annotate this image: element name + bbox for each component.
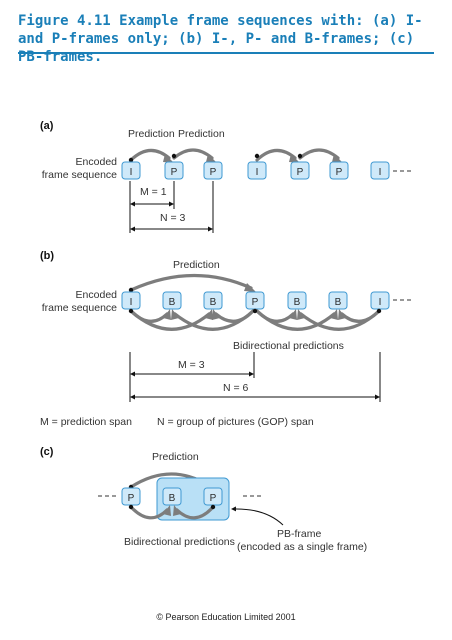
section-a-frame-2-label: P [171, 167, 178, 178]
section-b-frame-6-label: B [335, 297, 342, 308]
legend-n-definition: N = group of pictures (GOP) span [157, 416, 314, 428]
section-a-label: (a) [40, 120, 54, 132]
section-a-dot-4 [297, 153, 303, 159]
section-b-frame-3-label: B [210, 297, 217, 308]
section-a-frame-1: I [121, 161, 141, 180]
section-c-frame-2-label: B [169, 493, 176, 504]
section-b-dot-start [128, 287, 134, 293]
section-b-frame-5-label: B [294, 297, 301, 308]
section-a-frame-6-label: P [336, 167, 343, 178]
section-a-frame-7-label: I [379, 167, 382, 178]
section-b-frame-2: B [162, 291, 182, 310]
section-c-frame-3: P [203, 487, 223, 506]
section-a-frame-3-label: P [210, 167, 217, 178]
section-a-n-label: N = 3 [160, 212, 186, 224]
section-a-dot-2 [171, 153, 177, 159]
section-c-prediction-label: Prediction [152, 451, 199, 463]
section-a-frame-5-label: P [297, 167, 304, 178]
section-b-bidirectional-label: Bidirectional predictions [233, 340, 344, 352]
section-b-frame-3: B [203, 291, 223, 310]
section-b-frame-1: I [121, 291, 141, 310]
section-b-frame-1-label: I [130, 297, 133, 308]
section-b-m-label: M = 3 [178, 359, 205, 371]
figure-title: Figure 4.11 Example frame sequences with… [18, 13, 423, 65]
section-a-frame-4-label: I [256, 167, 259, 178]
section-c-frame-1-label: P [128, 493, 135, 504]
section-a-frame-1-label: I [130, 167, 133, 178]
title-rule [18, 52, 434, 54]
section-b-frame-7-label: I [379, 297, 382, 308]
section-a-m-label: M = 1 [140, 186, 167, 198]
section-b-frame-6: B [328, 291, 348, 310]
section-a-arc-2 [172, 148, 214, 160]
section-b-encoded-label-2: frame sequence [42, 302, 117, 314]
section-a-frame-6: P [329, 161, 349, 180]
section-a-frame-3: P [203, 161, 223, 180]
section-b-label: (b) [40, 250, 54, 262]
section-a-dot-1 [128, 157, 134, 163]
section-b-frame-4-label: P [252, 297, 259, 308]
pb-frame-label-1: PB-frame [277, 528, 322, 540]
section-b-forward-arrowhead [244, 283, 256, 292]
section-b-bidirectional-arcs [128, 308, 382, 331]
copyright-notice: © Pearson Education Limited 2001 [156, 612, 296, 622]
section-c-frame-2: B [162, 487, 182, 506]
section-b-frame-5: B [287, 291, 307, 310]
section-a-prediction-label-1: Prediction [128, 128, 175, 140]
legend-m-definition: M = prediction span [40, 416, 132, 428]
section-b-forward-arc [129, 273, 253, 292]
section-a-arc-3 [255, 148, 297, 162]
section-a-encoded-label-2: frame sequence [42, 169, 117, 181]
section-a-encoded-label-1: Encoded [76, 156, 118, 168]
section-a-frame-2: P [164, 161, 184, 180]
section-b-frame-2-label: B [169, 297, 176, 308]
section-b-prediction-label: Prediction [173, 259, 220, 271]
section-b-frame-7: I [370, 291, 390, 310]
section-a-arrowhead-2 [206, 154, 217, 163]
section-a-arc-1 [129, 148, 171, 162]
section-a-arc-4 [298, 148, 340, 160]
pb-frame-pointer [231, 506, 284, 526]
section-c-frame-1: P [121, 487, 141, 506]
section-c-label: (c) [40, 446, 54, 458]
section-a-prediction-label-2: Prediction [178, 128, 225, 140]
section-c-bidirectional-arcs [128, 504, 216, 520]
section-b-encoded-label-1: Encoded [76, 289, 118, 301]
section-b-n-label: N = 6 [223, 382, 249, 394]
section-a-frame-5: P [290, 161, 310, 180]
section-b-frame-4: P [245, 291, 265, 310]
pb-frame-label-2: (encoded as a single frame) [237, 541, 367, 553]
section-a-frame-4: I [247, 161, 267, 180]
section-a-arrowhead-4 [332, 154, 343, 163]
section-c-bidirectional-label: Bidirectional predictions [124, 536, 235, 548]
section-a-dot-3 [254, 153, 260, 159]
section-a-frame-7: I [370, 161, 390, 180]
section-a-arrowhead-3 [289, 154, 300, 163]
section-c-frame-3-label: P [210, 493, 217, 504]
section-a-arrowhead-1 [163, 154, 174, 163]
